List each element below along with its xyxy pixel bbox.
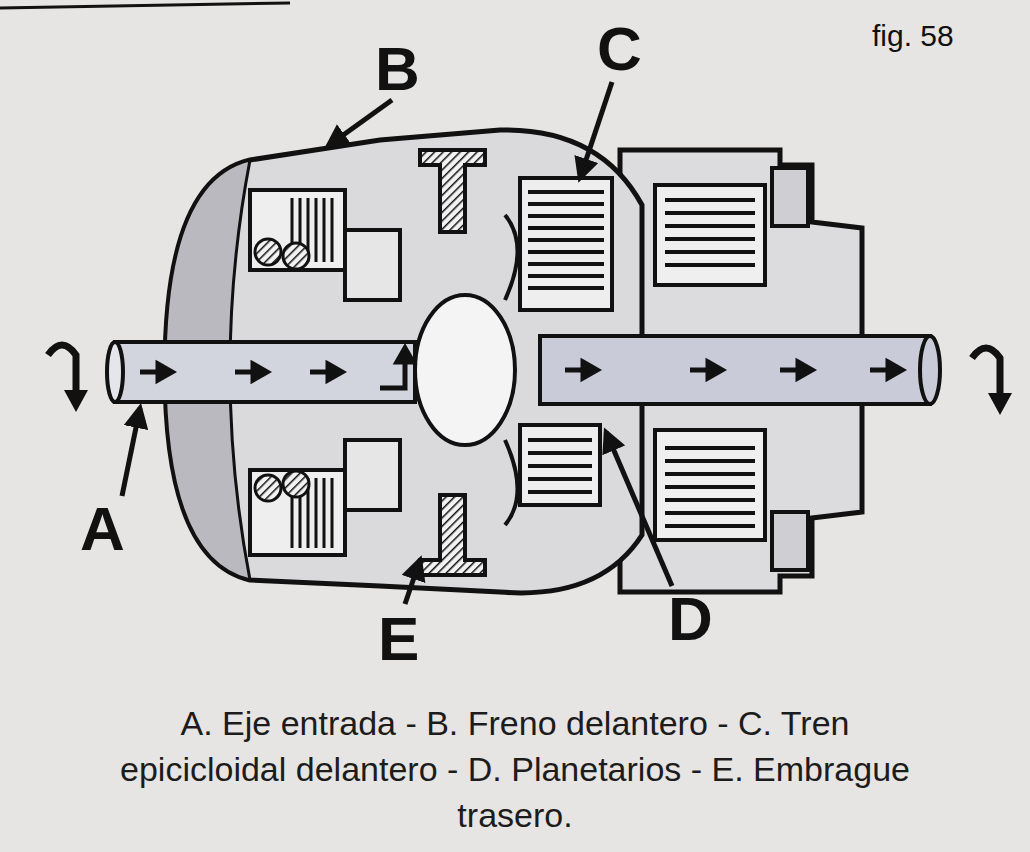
rear-plates — [665, 200, 755, 265]
spring — [283, 243, 309, 269]
callout-letter: A — [80, 492, 125, 566]
leader-line — [328, 100, 392, 146]
plate — [665, 459, 755, 463]
rotation-arrow-head — [64, 390, 88, 412]
rear-clutch-pack — [655, 185, 765, 285]
rear-clutch — [250, 470, 345, 555]
spring — [255, 239, 281, 265]
flow-arrow — [253, 364, 267, 380]
tooth — [528, 464, 592, 468]
rotation-arrow — [972, 348, 1000, 395]
front-epicyclic — [520, 178, 612, 310]
flow-arrow — [158, 364, 172, 380]
plate — [665, 524, 755, 528]
leader-lines — [122, 82, 672, 604]
tooth — [528, 286, 604, 290]
spring — [283, 471, 309, 497]
plate — [665, 485, 755, 489]
leader-line — [122, 408, 140, 496]
output-shaft-end — [920, 336, 940, 404]
plate — [315, 198, 318, 262]
planet-gears — [520, 425, 600, 505]
tooth — [528, 250, 604, 254]
callout-letter: C — [597, 12, 642, 86]
plate — [665, 511, 755, 515]
rear-bearing — [772, 512, 808, 570]
spring — [255, 475, 281, 501]
output-shaft — [540, 336, 930, 404]
gear-teeth — [528, 192, 604, 288]
flow-arrow — [397, 348, 413, 362]
leader-line — [580, 82, 612, 178]
flow-arrow — [583, 362, 597, 378]
figure-number: fig. 58 — [872, 18, 954, 54]
plate — [665, 263, 755, 267]
drum-contour — [505, 215, 518, 525]
tooth — [528, 490, 592, 494]
tooth — [528, 202, 604, 206]
plate — [665, 211, 755, 215]
plate — [331, 478, 334, 548]
page-rule — [0, 3, 290, 8]
tooth — [528, 238, 604, 242]
plate — [331, 198, 334, 262]
drum-web — [420, 150, 485, 232]
plate — [665, 250, 755, 254]
plate — [665, 224, 755, 228]
tooth — [528, 438, 592, 442]
flow-arrow — [708, 362, 722, 378]
flow-arrow — [328, 364, 342, 380]
flow-arrows — [140, 348, 902, 388]
figure-caption: A. Eje entrada - B. Freno delantero - C.… — [95, 700, 935, 838]
leader-line — [405, 560, 420, 604]
plate — [665, 446, 755, 450]
gear-teeth — [528, 440, 592, 492]
plate — [665, 472, 755, 476]
plate — [665, 498, 755, 502]
planetary-hub — [415, 295, 515, 445]
plate — [315, 478, 318, 548]
plate — [665, 237, 755, 241]
plate — [665, 198, 755, 202]
front-brake — [250, 190, 345, 270]
tooth — [528, 477, 592, 481]
input-shaft — [115, 342, 415, 402]
flow-arrow — [798, 362, 812, 378]
tooth — [528, 226, 604, 230]
rotation-arrow-head — [988, 393, 1012, 415]
tooth — [528, 274, 604, 278]
callout-letter: E — [378, 602, 419, 676]
input-shaft-end — [107, 342, 123, 402]
tooth — [528, 214, 604, 218]
tooth — [528, 262, 604, 266]
rear-clutch-pack — [655, 430, 765, 540]
flow-arrow — [888, 362, 902, 378]
rear-bearing — [772, 168, 808, 226]
plate — [323, 198, 326, 262]
leader-line — [606, 432, 672, 586]
rear-plates — [665, 448, 755, 526]
tooth — [528, 451, 592, 455]
plate — [323, 478, 326, 548]
callout-letter: B — [375, 32, 420, 106]
callout-letter: D — [668, 582, 713, 656]
drum-web — [420, 495, 485, 575]
tooth — [528, 190, 604, 194]
rotation-arrow — [48, 345, 76, 392]
